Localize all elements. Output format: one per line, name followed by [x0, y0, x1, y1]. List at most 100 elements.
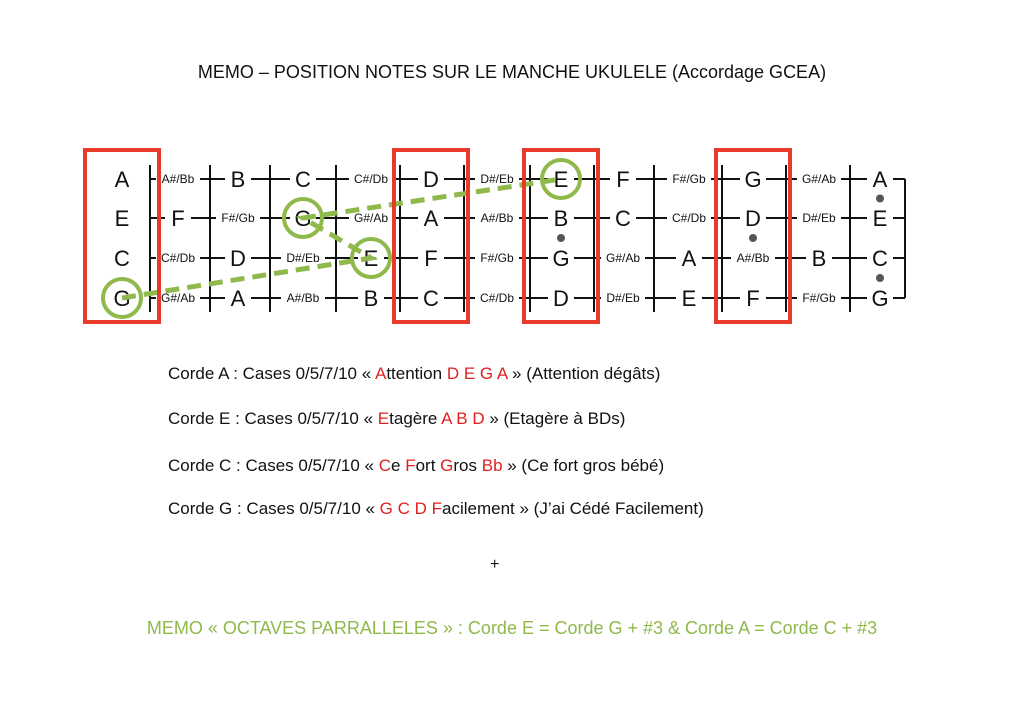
note-bg — [225, 247, 251, 269]
line-prefix: Corde E : Cases 0/5/7/10 « — [168, 409, 378, 428]
mnemonic-line-e: Corde E : Cases 0/5/7/10 « Etagère A B D… — [168, 409, 625, 429]
note-bg — [165, 207, 191, 229]
mnemonic-highlight: Bb — [481, 456, 503, 475]
note-label: G — [871, 286, 888, 311]
line-suffix: » (Etagère à BDs) — [484, 409, 626, 428]
mnemonic-text: e — [391, 456, 406, 475]
mnemonic-highlight: E — [377, 409, 390, 428]
note-bg — [676, 247, 702, 269]
note-label: C — [615, 206, 631, 231]
line-mnemonic: G C D Facilement — [380, 499, 515, 518]
note-bg — [281, 247, 325, 269]
note-bg — [676, 287, 702, 309]
note-label: A — [873, 167, 888, 192]
note-bg — [731, 247, 775, 269]
note-bg — [548, 207, 574, 229]
note-label: E — [873, 206, 888, 231]
note-bg — [867, 207, 893, 229]
note-bg — [548, 247, 574, 269]
mnemonic-highlight: A — [374, 364, 387, 383]
octave-path-line — [121, 176, 562, 301]
note-label: A — [231, 286, 246, 311]
position-dot — [876, 194, 884, 203]
note-label: A — [424, 206, 439, 231]
note-label: C#/Db — [480, 291, 514, 305]
note-label: F — [171, 206, 184, 231]
note-label: C — [295, 167, 311, 192]
note-circle — [101, 277, 143, 319]
mnemonic-line-c: Corde C : Cases 0/5/7/10 « Ce Fort Gros … — [168, 456, 664, 476]
note-bg — [290, 168, 316, 190]
note-bg — [358, 287, 384, 309]
octaves-memo: MEMO « OCTAVES PARRALLELES » : Corde E =… — [146, 618, 878, 638]
note-label: F#/Gb — [672, 172, 706, 186]
note-label: D#/Eb — [802, 211, 836, 225]
note-bg — [225, 168, 251, 190]
line-prefix: Corde A : Cases 0/5/7/10 « — [168, 364, 375, 383]
position-dot — [749, 234, 757, 242]
note-bg — [740, 287, 766, 309]
mnemonic-highlight: C — [378, 456, 392, 475]
note-bg — [156, 168, 200, 190]
note-label: D#/Eb — [286, 251, 320, 265]
note-bg — [418, 247, 444, 269]
mnemonic-highlight: F — [431, 499, 443, 518]
fret-highlight-box — [392, 148, 470, 324]
note-bg — [418, 287, 444, 309]
plus-sign: + — [490, 556, 500, 573]
note-bg — [109, 168, 135, 190]
line-suffix: » (Ce fort gros bébé) — [502, 456, 665, 475]
note-label: C#/Db — [161, 251, 195, 265]
note-bg — [349, 207, 393, 229]
note-bg — [225, 287, 251, 309]
mnemonic-highlight: D E G A — [446, 364, 508, 383]
note-label: G#/Ab — [606, 251, 640, 265]
note-label: B — [364, 286, 379, 311]
note-label: C — [423, 286, 439, 311]
note-label: A — [682, 246, 697, 271]
mnemonic-highlight: A B D — [441, 409, 485, 428]
note-circle — [350, 237, 392, 279]
note-bg — [667, 207, 711, 229]
note-bg — [610, 168, 636, 190]
fret-highlight-box — [83, 148, 161, 324]
position-dot — [876, 274, 884, 282]
note-circle — [540, 158, 582, 200]
note-circle — [282, 197, 324, 239]
note-bg — [109, 207, 135, 229]
note-label: F — [746, 286, 759, 311]
note-bg — [418, 207, 444, 229]
note-bg — [418, 168, 444, 190]
note-label: G — [113, 286, 130, 311]
mnemonic-highlight: F — [405, 456, 416, 475]
note-label: F#/Gb — [802, 291, 836, 305]
note-bg — [601, 287, 645, 309]
note-bg — [740, 207, 766, 229]
line-prefix: Corde G : Cases 0/5/7/10 « — [168, 499, 380, 518]
note-bg — [867, 287, 893, 309]
note-bg — [475, 207, 519, 229]
note-label: F — [424, 246, 437, 271]
note-label: E — [554, 167, 569, 192]
mnemonic-highlight: G C D — [379, 499, 432, 518]
note-label: G#/Ab — [802, 172, 836, 186]
note-bg — [349, 168, 393, 190]
note-label: G#/Ab — [161, 291, 195, 305]
note-label: G — [552, 246, 569, 271]
note-bg — [601, 247, 645, 269]
line-suffix: » (J’ai Cédé Facilement) — [514, 499, 704, 518]
note-bg — [548, 287, 574, 309]
page-title: MEMO – POSITION NOTES SUR LE MANCHE UKUL… — [197, 62, 827, 82]
note-label: A#/Bb — [737, 251, 770, 265]
note-label: C — [872, 246, 888, 271]
note-label: C — [114, 246, 130, 271]
note-bg — [548, 168, 574, 190]
note-bg — [610, 207, 636, 229]
note-label: D#/Eb — [606, 291, 640, 305]
note-label: A#/Bb — [481, 211, 514, 225]
note-bg — [216, 207, 260, 229]
note-bg — [867, 247, 893, 269]
fret-highlight-box — [522, 148, 600, 324]
note-bg — [806, 247, 832, 269]
